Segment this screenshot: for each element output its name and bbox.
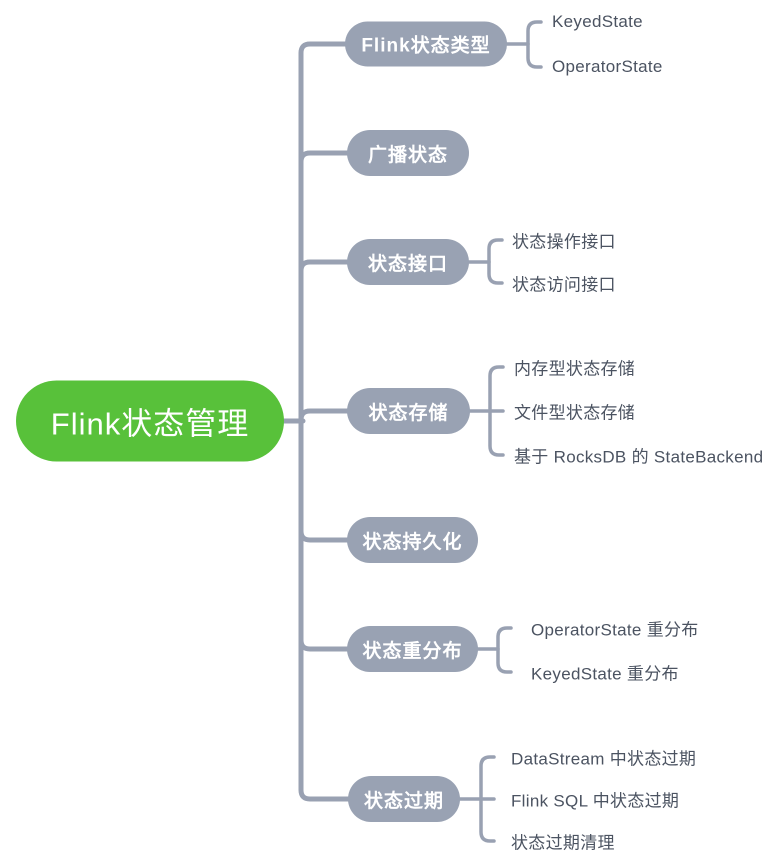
connector-branch-2 (298, 150, 354, 165)
branch-topic-2: 广播状态 (347, 130, 469, 176)
child-topic-3-2: 状态访问接口 (512, 275, 616, 295)
branch-topic-6: 状态重分布 (347, 626, 478, 672)
connector-branch-3-bracket (487, 238, 504, 285)
child-topic-7-3: 状态过期清理 (511, 833, 615, 853)
connector-trunk (298, 41, 355, 802)
branch-topic-4: 状态存储 (347, 388, 470, 434)
connector-branch-6 (298, 637, 354, 652)
branch-topic-3-label: 状态接口 (367, 253, 448, 275)
child-topic-1-2: OperatorState (552, 57, 663, 76)
child-topic-4-2: 文件型状态存储 (514, 403, 636, 423)
connector-branch-5 (298, 528, 354, 543)
root-topic: Flink状态管理 (16, 380, 284, 462)
child-topic-4-1: 内存型状态存储 (514, 359, 636, 379)
connector-branch-4 (298, 408, 354, 423)
branch-topic-6-label: 状态重分布 (362, 640, 463, 662)
branch-topic-1-label: Flink状态类型 (361, 35, 491, 57)
child-topic-6-2: KeyedState 重分布 (531, 664, 679, 684)
connector-branch-6-bracket (496, 626, 513, 674)
child-topic-7-2: Flink SQL 中状态过期 (511, 791, 680, 811)
connector-branch-3 (298, 259, 354, 274)
child-topic-7-1: DataStream 中状态过期 (511, 749, 697, 769)
branch-topic-5-label: 状态持久化 (362, 531, 463, 553)
child-topic-1-1: KeyedState (552, 12, 643, 31)
branch-topic-7: 状态过期 (348, 776, 460, 822)
branch-topic-3: 状态接口 (347, 239, 469, 285)
child-topic-6-1: OperatorState 重分布 (531, 620, 699, 640)
child-topic-4-3: 基于 RocksDB 的 StateBackend (514, 447, 764, 467)
branch-topic-2-label: 广播状态 (367, 144, 448, 166)
child-topic-3-1: 状态操作接口 (512, 232, 616, 252)
connector-branch-1-bracket (526, 20, 543, 69)
root-topic-label: Flink状态管理 (50, 406, 250, 442)
branch-topic-7-label: 状态过期 (363, 790, 444, 812)
branch-topic-4-label: 状态存储 (368, 402, 449, 424)
branch-topic-1: Flink状态类型 (345, 21, 507, 67)
branch-topic-5: 状态持久化 (347, 517, 478, 563)
